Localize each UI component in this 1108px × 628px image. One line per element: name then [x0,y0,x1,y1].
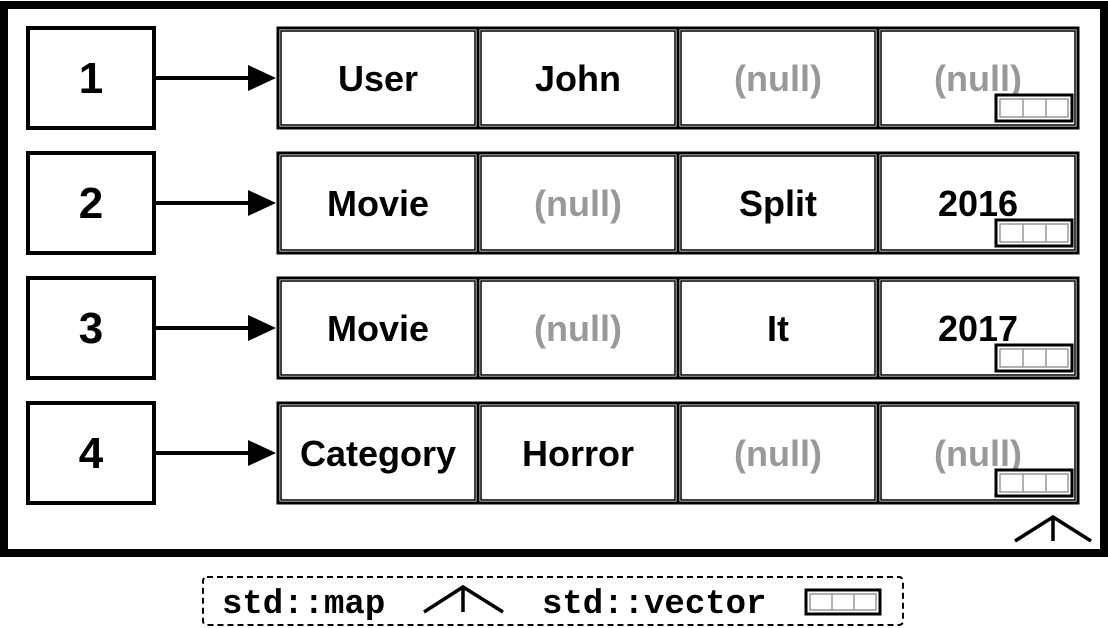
cell-value: John [535,58,621,99]
cell-value: Horror [522,433,634,474]
value-cell-inner [880,30,1076,126]
cell-value: 2017 [938,308,1018,349]
key-label: 2 [79,179,103,228]
value-cell [676,151,880,255]
key-box [26,276,156,380]
cell-value: Split [739,183,817,224]
vector-cells-icon [994,93,1074,123]
vector-cells-icon [994,468,1074,498]
value-cell-inner [680,155,876,251]
null-value: (null) [734,433,822,474]
null-value: (null) [734,58,822,99]
vector-cells-icon [994,343,1074,373]
key-label: 1 [79,54,103,103]
value-cell-inner [880,155,1076,251]
map-caret-icon [423,584,504,614]
map-entry: 2 Movie (null) Split 2016 [26,151,1080,255]
arrow-head-icon [248,65,276,91]
null-value: (null) [934,433,1022,474]
value-cell [476,401,680,505]
value-cell-inner [280,280,476,376]
value-cell [476,26,680,130]
cell-value: It [767,308,789,349]
value-cell-inner [280,155,476,251]
null-value: (null) [534,183,622,224]
value-cell [676,26,880,130]
key-box [26,151,156,255]
legend-vector-label: std::vector [542,586,766,624]
legend-box [202,576,904,626]
value-cell-inner [880,280,1076,376]
cell-value: Movie [327,308,429,349]
value-cell-inner [880,405,1076,501]
arrow-head-icon [248,440,276,466]
null-value: (null) [534,308,622,349]
value-cell-inner [480,405,676,501]
value-cell [476,151,680,255]
cell-value: 2016 [938,183,1018,224]
map-caret-icon [1014,514,1092,543]
legend: std::map std::vector [202,576,904,626]
value-cell [676,401,880,505]
map-entry: 1 User John (null) (null) [26,26,1080,130]
value-cell [276,276,480,380]
vector-cells-icon [804,588,882,616]
value-cell-inner [280,30,476,126]
legend-map-label: std::map [222,586,385,624]
value-cell-inner [280,405,476,501]
map-entry: 3 Movie (null) It 2017 [26,276,1080,380]
vector-cells-icon [994,218,1074,248]
map-entry: 4 Category Horror (null) (null) [26,401,1080,505]
value-cell-inner [480,280,676,376]
arrow-head-icon [248,190,276,216]
value-cell-inner [680,30,876,126]
arrow-head-icon [248,315,276,341]
value-cell-inner [680,405,876,501]
value-cell [276,26,480,130]
key-box [26,26,156,130]
null-value: (null) [934,58,1022,99]
value-cell-inner [680,280,876,376]
cell-value: Movie [327,183,429,224]
value-cell-inner [480,30,676,126]
value-cell-inner [480,155,676,251]
cell-value: User [338,58,418,99]
key-label: 3 [79,304,103,353]
cell-value: Category [300,433,456,474]
key-label: 4 [79,429,104,478]
